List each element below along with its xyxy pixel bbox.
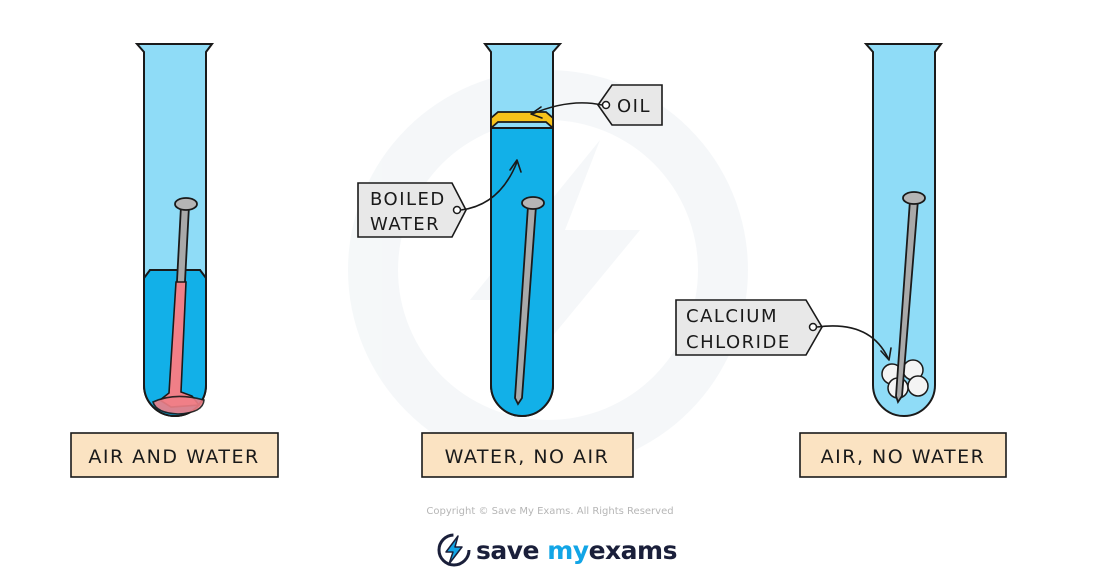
nail-clean-dry-air xyxy=(895,191,926,405)
nail-rusted xyxy=(152,197,205,415)
brand-logo: save myexams xyxy=(436,530,677,570)
brand-part-my: my xyxy=(547,535,589,565)
calcium-chloride-tag-line2: CHLORIDE xyxy=(686,332,791,353)
copyright-notice: Copyright © Save My Exams. All Rights Re… xyxy=(426,506,674,517)
boiled-water-tag-line2: WATER xyxy=(370,214,440,235)
calcium-chloride-tag: CALCIUM CHLORIDE xyxy=(675,299,892,361)
oil-tag-label: OIL xyxy=(617,96,651,117)
test-tube-air-and-water xyxy=(134,43,214,417)
condition-label-air-and-water: AIR AND WATER xyxy=(70,432,279,478)
condition-label-text: AIR, NO WATER xyxy=(821,446,986,468)
condition-label-text: AIR AND WATER xyxy=(88,446,259,468)
boiled-water-tag: BOILED WATER xyxy=(357,159,522,238)
condition-label-air-no-water: AIR, NO WATER xyxy=(799,432,1007,478)
condition-label-water-no-air: WATER, NO AIR xyxy=(421,432,634,478)
test-tube-water-no-air xyxy=(483,43,563,417)
test-tube-air-no-water xyxy=(863,43,943,417)
brand-part-save: save xyxy=(476,535,540,565)
lightning-bolt-icon xyxy=(437,533,471,567)
brand-part-exams: exams xyxy=(588,535,678,565)
calcium-chloride-tag-line1: CALCIUM xyxy=(686,306,778,327)
condition-label-text: WATER, NO AIR xyxy=(445,446,610,468)
nail-clean-boiled-water xyxy=(514,196,545,406)
oil-tag: OIL xyxy=(530,84,663,126)
brand-wordmark: save myexams xyxy=(476,536,677,565)
boiled-water-tag-line1: BOILED xyxy=(370,189,446,210)
